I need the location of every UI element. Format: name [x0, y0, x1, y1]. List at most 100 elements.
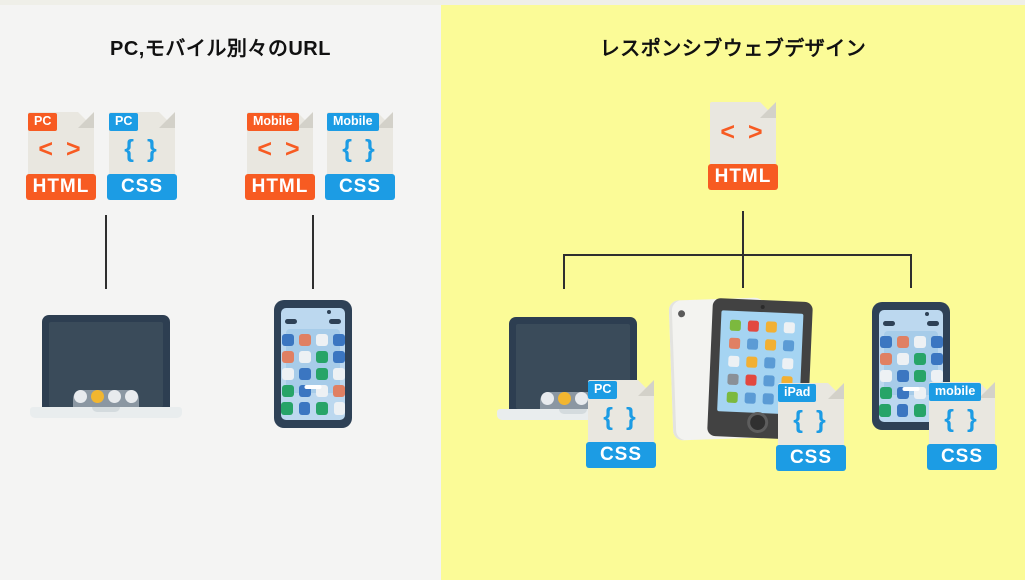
- code-brackets-icon: < >: [38, 135, 84, 163]
- laptop-base: [497, 409, 649, 420]
- left-panel-title: PC,モバイル別々のURL: [110, 38, 331, 60]
- file-badge: PC: [109, 113, 139, 131]
- app-icon: [281, 351, 294, 363]
- app-icon: [747, 320, 759, 332]
- app-icon: [879, 336, 892, 348]
- app-icon: [913, 353, 926, 365]
- file-type-label: CSS: [325, 174, 395, 200]
- app-icon: [764, 339, 776, 351]
- file-type-label: CSS: [927, 444, 997, 470]
- app-icon: [914, 404, 926, 417]
- file-type-label: HTML: [26, 174, 96, 200]
- app-icon: [879, 387, 892, 399]
- responsive-panel-background: [441, 5, 1025, 580]
- app-icon: [315, 334, 328, 346]
- laptop-screen: [49, 322, 163, 407]
- connector-mobile-files-to-phone: [312, 215, 314, 289]
- page-fold-corner: [159, 112, 175, 128]
- laptop-device-left: [30, 315, 182, 418]
- file-badge: PC: [588, 381, 618, 399]
- app-icon: [930, 336, 943, 348]
- curly-braces-icon: { }: [124, 135, 160, 163]
- page-fold-corner: [78, 112, 94, 128]
- app-icon: [896, 370, 909, 382]
- curly-braces-icon: { }: [944, 405, 980, 433]
- app-icon: [761, 393, 774, 405]
- tablet-camera-dot: [677, 310, 686, 318]
- file-badge: Mobile: [327, 113, 379, 131]
- app-icon: [726, 391, 738, 404]
- connector-drop-phone: [910, 254, 912, 288]
- file-icon-css-mobile-right: mobile { } CSS: [927, 382, 997, 470]
- phone-camera-dot: [327, 310, 331, 314]
- dock-dot: [541, 392, 554, 405]
- app-icon: [879, 404, 891, 417]
- app-icon: [763, 357, 776, 369]
- dock-dot: [74, 390, 87, 403]
- app-icon: [879, 370, 892, 382]
- laptop-dock-dots: [74, 390, 138, 403]
- file-icon-css-pc: PC { } CSS: [107, 112, 177, 200]
- curly-braces-icon: { }: [342, 135, 378, 163]
- file-icon-css-mobile: Mobile { } CSS: [325, 112, 395, 200]
- page-fold-corner: [638, 380, 654, 396]
- page-fold-corner: [828, 383, 844, 399]
- file-type-label: CSS: [586, 442, 656, 468]
- app-icon: [896, 404, 908, 417]
- app-icon: [332, 334, 345, 346]
- phone-home-indicator: [902, 387, 920, 391]
- page-fold-corner: [979, 382, 995, 398]
- app-icon: [930, 370, 943, 382]
- dock-dot: [108, 390, 121, 403]
- app-icon: [332, 368, 345, 380]
- file-badge: iPad: [778, 384, 817, 402]
- dock-dot: [91, 390, 104, 403]
- app-icon: [298, 334, 311, 346]
- app-icon: [745, 356, 758, 368]
- app-icon: [781, 357, 793, 370]
- app-icon: [729, 319, 741, 332]
- page-fold-corner: [297, 112, 313, 128]
- app-icon: [281, 385, 294, 397]
- app-icon: [333, 402, 345, 415]
- file-badge: mobile: [929, 383, 982, 401]
- app-icon: [298, 368, 311, 380]
- app-icon: [783, 321, 795, 334]
- phone-status-pill: [883, 321, 895, 326]
- connector-drop-laptop: [563, 254, 565, 289]
- laptop-device-right: [497, 317, 649, 420]
- app-icon: [879, 353, 892, 365]
- phone-status-pill: [285, 319, 297, 324]
- phone-app-panel: [281, 329, 345, 397]
- phone-dock-icons: [281, 402, 345, 415]
- app-icon: [765, 321, 777, 333]
- app-icon: [281, 334, 294, 346]
- file-badge: Mobile: [247, 113, 299, 131]
- file-type-label: HTML: [708, 164, 778, 190]
- phone-app-panel: [879, 331, 943, 399]
- phone-status-pill: [927, 321, 939, 326]
- connector-pc-files-to-laptop: [105, 215, 107, 289]
- file-icon-css-ipad: iPad { } CSS: [776, 383, 846, 471]
- smartphone-device-right: [872, 302, 950, 430]
- code-brackets-icon: < >: [720, 118, 766, 146]
- phone-app-grid: [281, 329, 345, 397]
- page-fold-corner: [377, 112, 393, 128]
- app-icon: [281, 368, 294, 380]
- app-icon: [298, 402, 310, 415]
- laptop-base: [30, 407, 182, 418]
- tablet-camera-dot: [760, 304, 765, 310]
- phone-screen: [281, 308, 345, 420]
- right-panel-title: レスポンシブウェブデザイン: [599, 38, 867, 60]
- file-icon-css-pc-right: PC { } CSS: [586, 380, 656, 468]
- tablet-home-button: [746, 411, 769, 434]
- dock-dot: [125, 390, 138, 403]
- laptop-dock-shape: [73, 390, 139, 407]
- file-type-label: HTML: [245, 174, 315, 200]
- app-icon: [727, 355, 740, 368]
- app-icon: [913, 370, 926, 382]
- app-icon: [332, 385, 345, 397]
- file-badge: PC: [28, 113, 58, 131]
- phone-notch: [894, 302, 923, 309]
